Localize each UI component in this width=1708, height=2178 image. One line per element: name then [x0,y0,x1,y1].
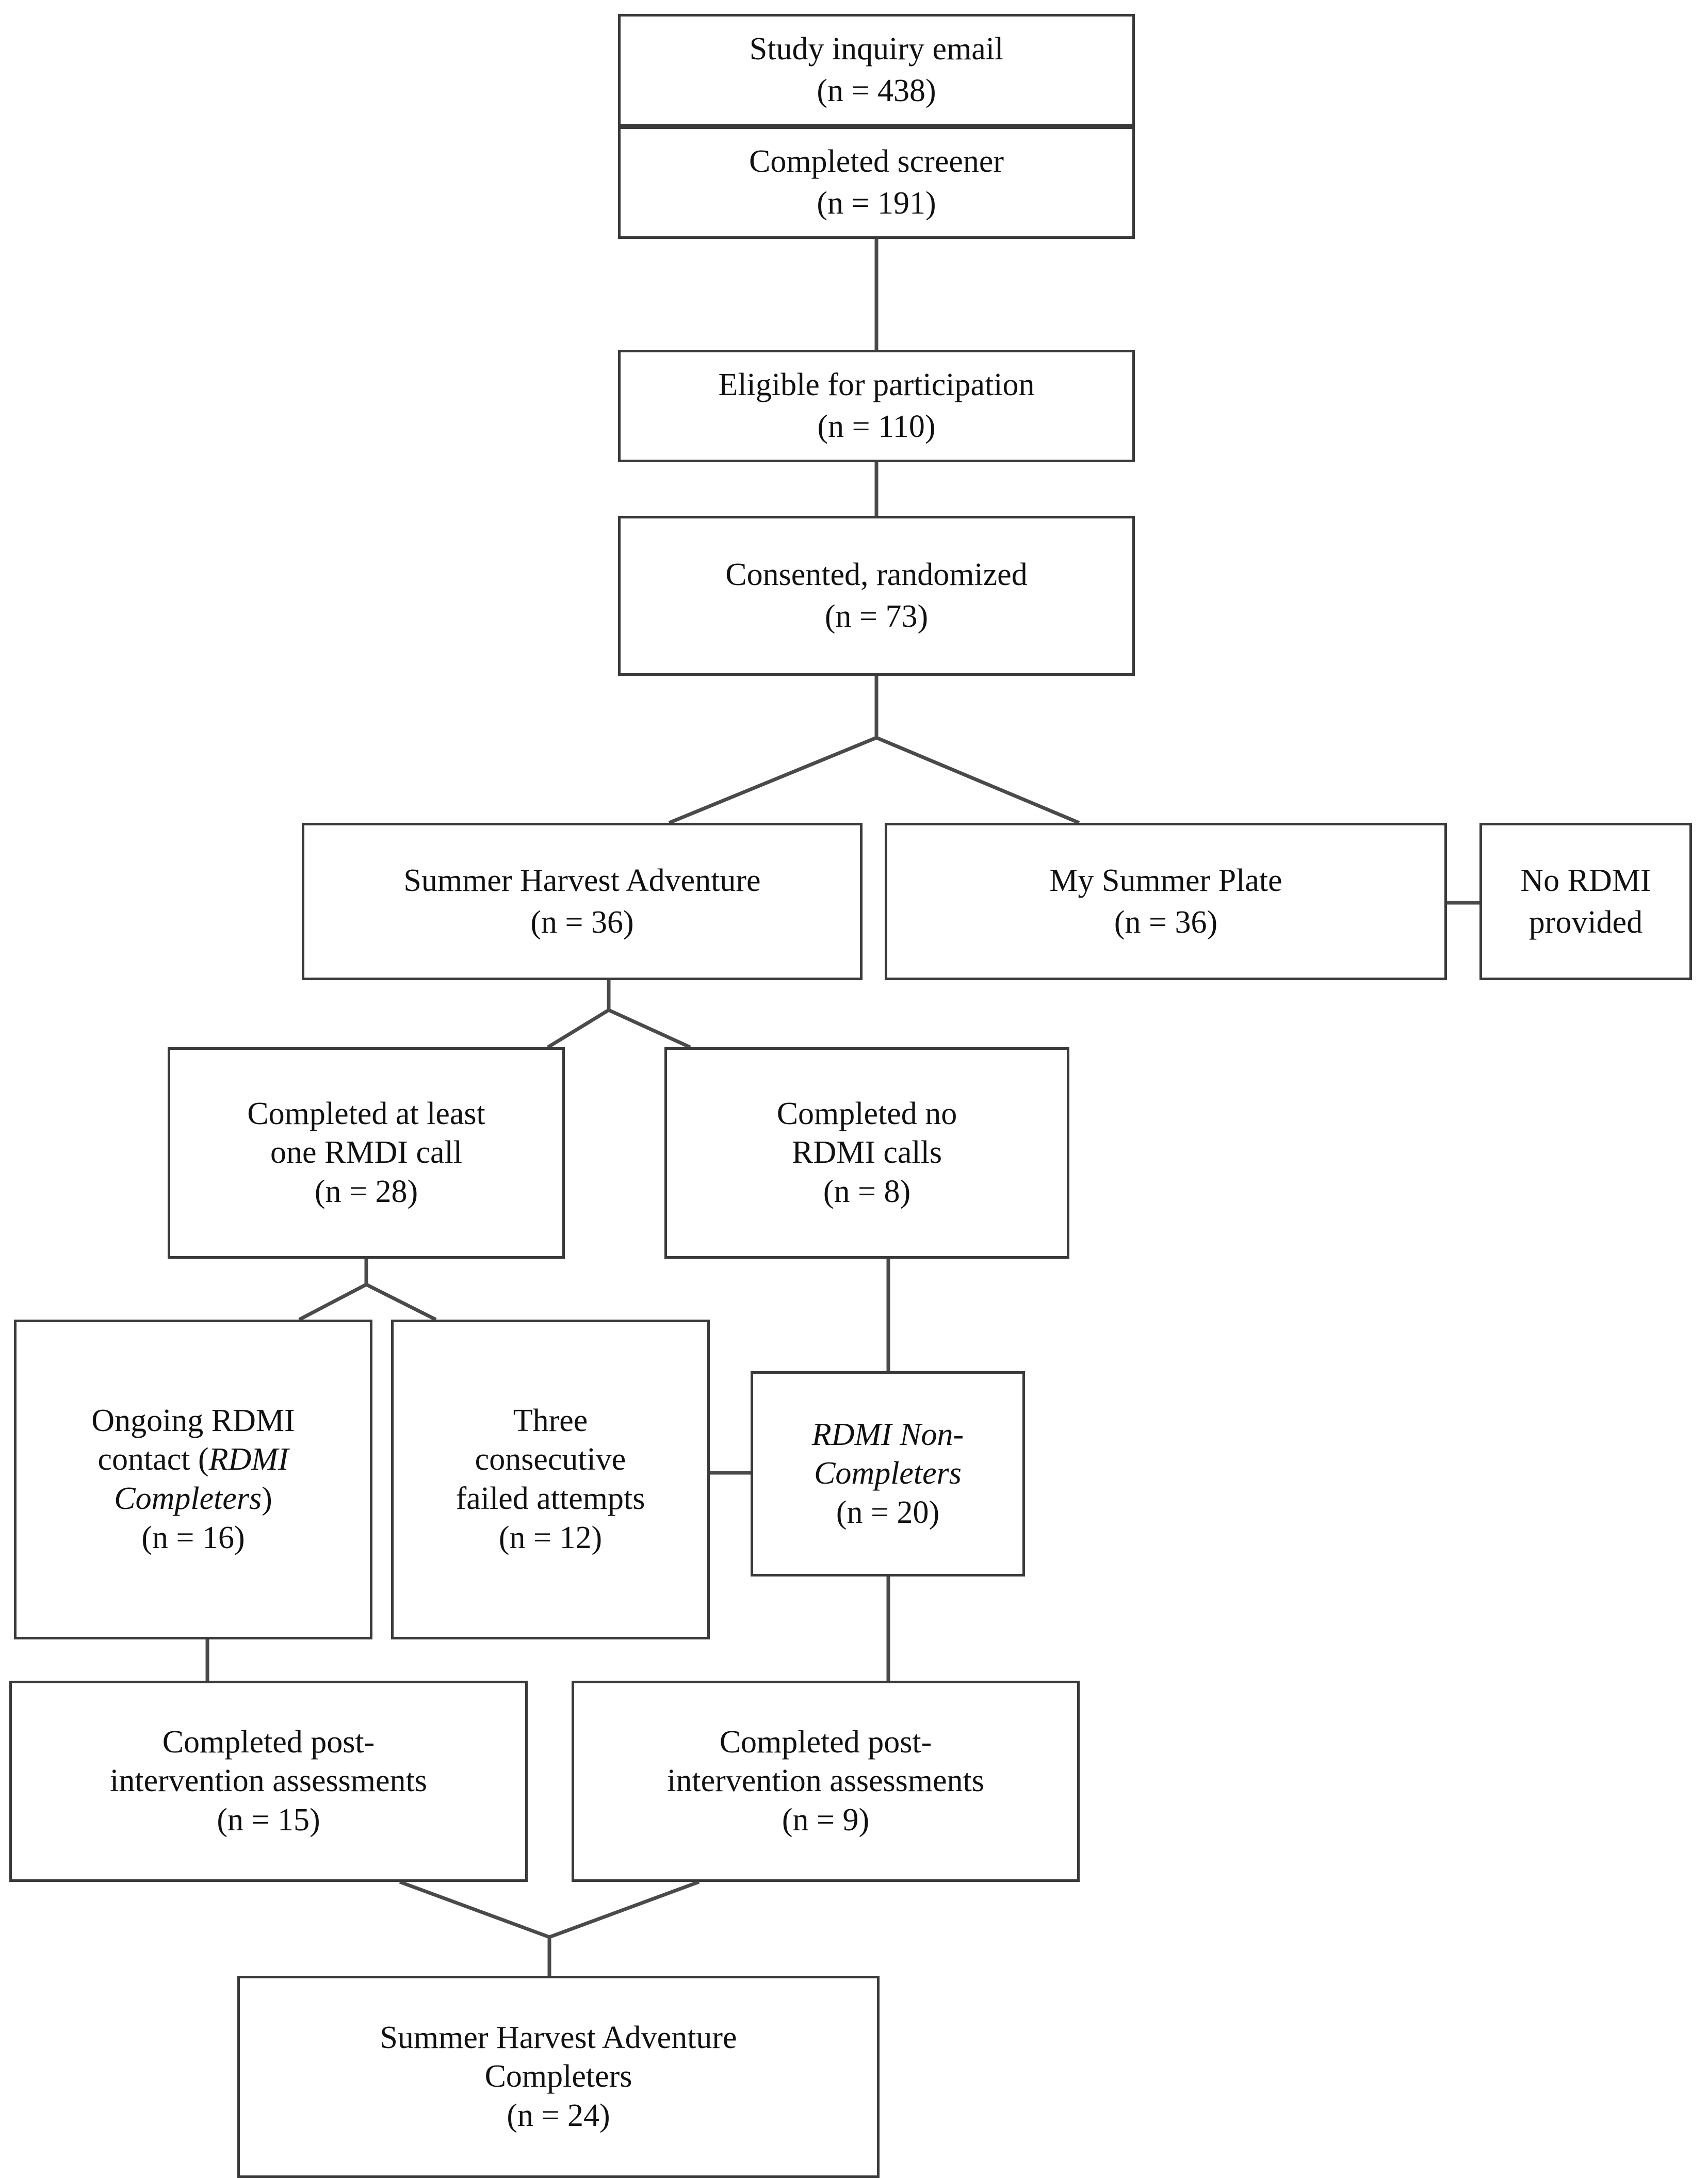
node-label-line1: Completed post- [719,1724,932,1760]
node-count: (n = 8) [823,1174,911,1209]
node-count: (n = 36) [530,904,634,940]
node-label-line2: Completers [484,2059,632,2094]
node-study-inquiry-email[interactable]: Study inquiry email (n = 438) [618,14,1135,126]
node-ongoing-rdmi-contact-completers[interactable]: Ongoing RDMI contact (RDMI Completers) (… [14,1320,372,1639]
node-label-line1: Summer Harvest Adventure [380,2020,737,2055]
node-label-line2: intervention assessments [110,1763,427,1799]
node-summer-harvest-adventure[interactable]: Summer Harvest Adventure (n = 36) [302,823,863,980]
node-label-line2-pre: contact ( [97,1442,209,1477]
node-no-rdmi-provided[interactable]: No RDMI provided [1479,823,1692,980]
connector-atleast1-to-failed [365,1282,437,1322]
node-label-line3-post: ) [262,1481,272,1516]
node-count: (n = 12) [498,1520,603,1555]
node-three-consecutive-failed-attempts[interactable]: Three consecutive failed attempts (n = 1… [391,1320,710,1639]
node-count: (n = 20) [836,1494,940,1530]
node-label-line1: Completed at least [247,1096,485,1131]
node-count: (n = 36) [1114,904,1218,940]
node-label-line2: one RMDI call [270,1135,462,1171]
node-count: (n = 9) [782,1802,870,1838]
node-label-line2-emphasis: RDMI [208,1442,289,1477]
node-rdmi-non-completers[interactable]: RDMI Non- Completers (n = 20) [751,1371,1025,1576]
connector-consented-to-sha [668,736,877,825]
connector-sha-to-atleast1 [547,1009,610,1049]
node-label-line2: contact (RDMI [97,1440,288,1480]
node-label-line1: Three [513,1403,588,1438]
node-label: Consented, randomized [725,557,1028,593]
node-eligible-for-participation[interactable]: Eligible for participation (n = 110) [618,350,1135,462]
node-completed-at-least-one-rmdi-call[interactable]: Completed at least one RMDI call (n = 28… [168,1047,565,1259]
node-label-line1: Ongoing RDMI [91,1403,295,1438]
node-label-line2: Completers [814,1456,962,1491]
node-label-line1: Completed no [776,1096,957,1131]
node-completed-post-intervention-assessments-right[interactable]: Completed post- intervention assessments… [572,1681,1080,1882]
node-count: (n = 73) [824,599,929,634]
node-label: Study inquiry email [749,31,1004,67]
node-label-line2: provided [1528,904,1643,940]
node-count: (n = 16) [141,1520,245,1555]
node-label-line3: Completers) [114,1480,272,1519]
node-label: Completed screener [749,144,1004,180]
node-label-line2: consecutive [475,1442,626,1477]
connector-consented-to-msp [875,736,1080,825]
node-consented-randomized[interactable]: Consented, randomized (n = 73) [618,516,1135,676]
connector-atleast1-to-ongoing [298,1282,367,1322]
node-label-line2: intervention assessments [667,1763,984,1799]
node-my-summer-plate[interactable]: My Summer Plate (n = 36) [885,823,1447,980]
node-label: Eligible for participation [718,367,1035,403]
connector-postleft-to-final [399,1880,550,1939]
node-count: (n = 438) [817,73,936,108]
node-label-line2: RDMI calls [791,1135,942,1171]
node-label-line1: No RDMI [1520,863,1651,898]
node-label-line1: Completed post- [162,1724,375,1760]
node-label: Summer Harvest Adventure [403,863,761,898]
node-summer-harvest-adventure-completers[interactable]: Summer Harvest Adventure Completers (n =… [237,1976,880,2178]
node-count: (n = 15) [217,1802,320,1838]
connector-postright-to-final [548,1880,700,1939]
node-count: (n = 24) [507,2098,610,2133]
node-label-line3-emphasis: Completers [114,1481,262,1516]
node-count: (n = 110) [817,409,936,444]
node-completed-screener[interactable]: Completed screener (n = 191) [618,126,1135,239]
node-completed-post-intervention-assessments-left[interactable]: Completed post- intervention assessments… [9,1681,528,1882]
node-label: My Summer Plate [1049,863,1282,898]
node-label-line3: failed attempts [456,1481,645,1516]
node-count: (n = 191) [817,186,936,221]
connector-sha-to-nocalls [608,1008,691,1049]
node-count: (n = 28) [314,1174,418,1209]
node-label-line1: RDMI Non- [811,1417,964,1452]
node-completed-no-rdmi-calls[interactable]: Completed no RDMI calls (n = 8) [664,1047,1069,1259]
